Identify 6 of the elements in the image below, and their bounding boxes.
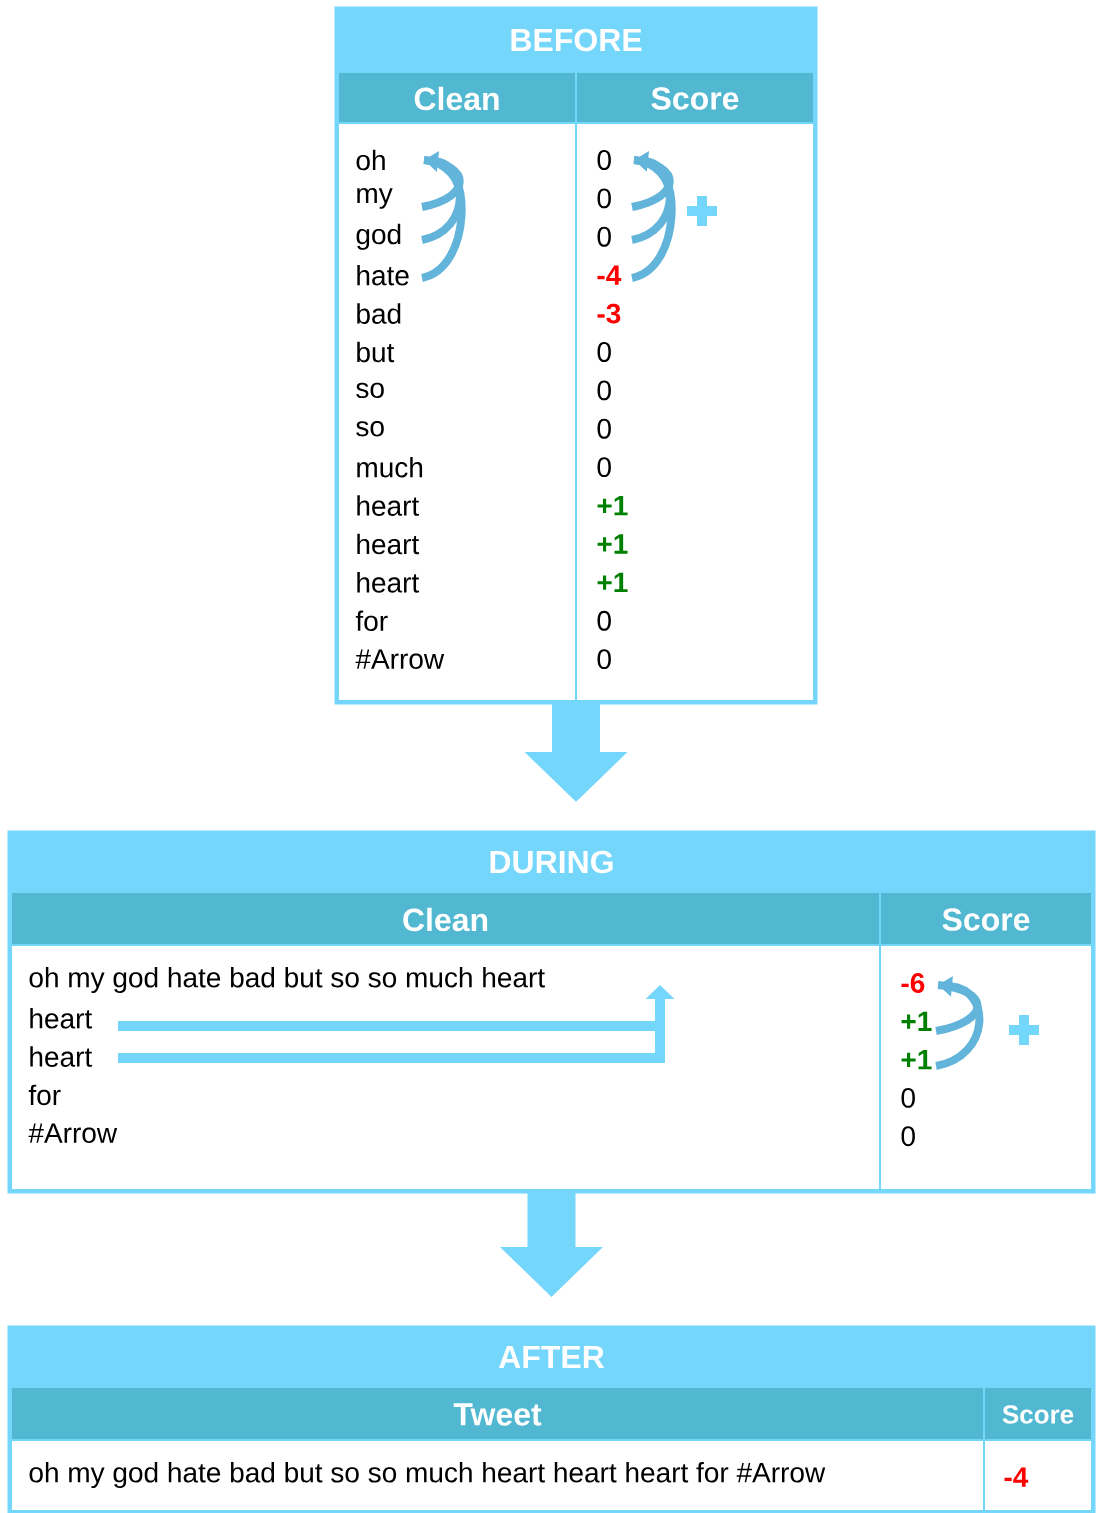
table-column: Tweet oh my god hate bad but so so much heart heart heart for #Arrow	[10, 1386, 985, 1512]
table-column: Score -4	[983, 1386, 1093, 1512]
table-column: Score -6 +1 +1 0 0	[879, 891, 1093, 1191]
table-column: Score 0 0 0 -4 -3 0 0 0 0 +1 +1 +1 0 0	[575, 71, 815, 702]
table-column: Clean oh my god hate bad but so so much heart heart heart for #Arrow	[10, 891, 881, 1191]
table-column: Clean oh my god hate bad but so so much heart heart heart for #Arrow	[337, 71, 577, 702]
